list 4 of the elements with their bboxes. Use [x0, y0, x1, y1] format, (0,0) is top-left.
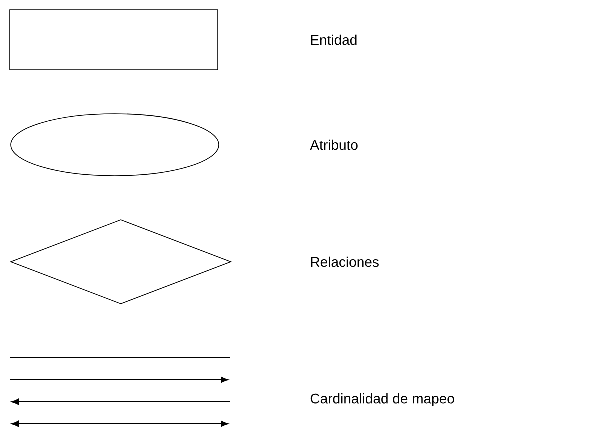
legend-label: Atributo	[310, 140, 358, 150]
legend-label: Relaciones	[311, 256, 379, 268]
legend-label: Cardinalidad de mapeo	[310, 393, 454, 407]
legend-label: Entidad	[311, 34, 357, 46]
